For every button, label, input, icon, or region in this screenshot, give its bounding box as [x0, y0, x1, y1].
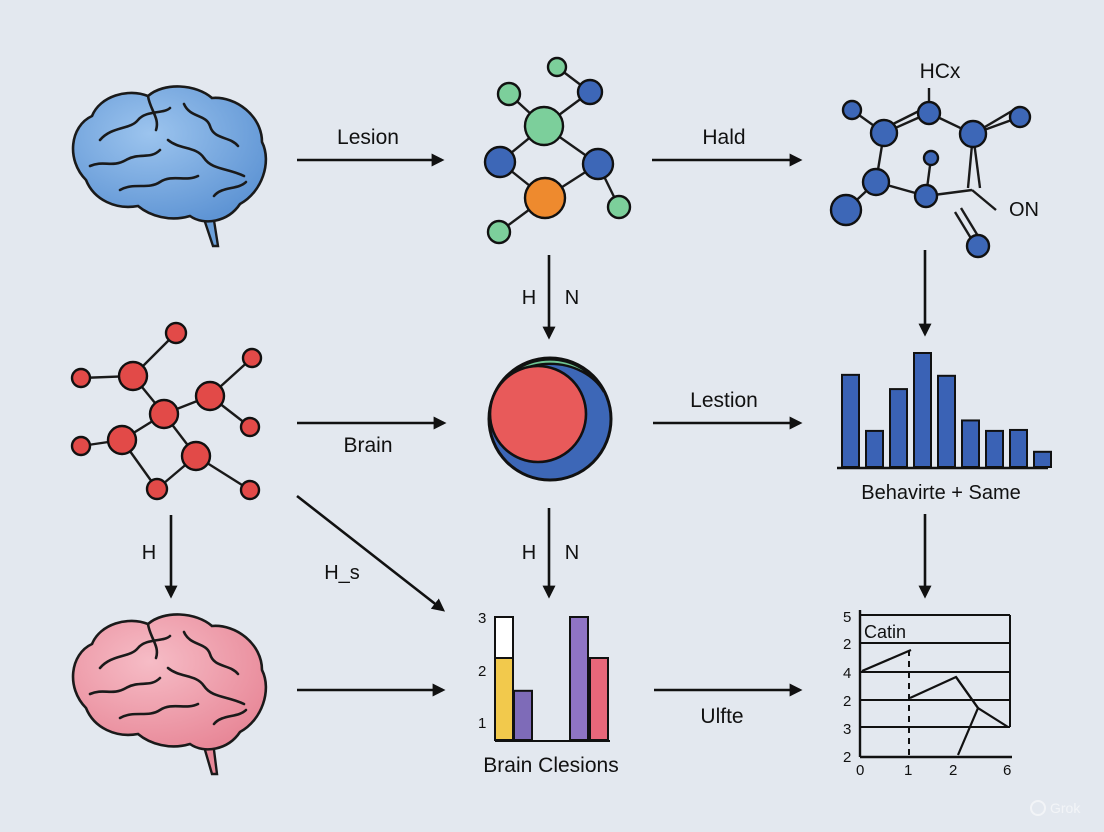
line-x-tick-1: 0 [856, 762, 864, 779]
label-molecule-on: ON [1009, 199, 1039, 221]
label-vertical-2-left: H [522, 542, 536, 564]
arrow-diagonal [296, 494, 446, 612]
lesion-bar-4 [569, 616, 589, 741]
labels: Lesion Hald H N Brain Lestion H N H H_s … [142, 60, 1039, 728]
line-y-tick-2: 2 [843, 636, 851, 653]
behavior-bar-6 [961, 419, 980, 469]
line-series-3 [955, 676, 980, 756]
behavior-bar-9 [1033, 450, 1052, 468]
behavior-bar-5 [937, 374, 956, 468]
behavior-bar-1 [841, 373, 860, 469]
lesion-tick-1: 1 [478, 715, 486, 732]
line-x-tick-3: 2 [949, 762, 957, 779]
lesion-tick-2: 2 [478, 663, 486, 680]
label-arrow-top-2: Hald [702, 126, 745, 149]
line-y-tick-1: 5 [843, 609, 851, 626]
line-y-tick-6: 2 [843, 749, 851, 766]
label-vertical-1-left: H [522, 287, 536, 309]
lesion-tick-3: 3 [478, 610, 486, 627]
line-y-tick-3: 4 [843, 665, 851, 682]
behavior-bar-3 [889, 388, 908, 469]
lesion-bar-chart: 3 2 1 [478, 610, 610, 742]
lesion-chart-caption: Brain Clesions [483, 754, 618, 777]
molecule-red-icon [70, 321, 263, 501]
label-arrow-mid-2: Lestion [690, 389, 758, 412]
label-vertical-left: H [142, 542, 156, 564]
line-y-tick-4: 2 [843, 693, 851, 710]
behavior-bar-chart [837, 352, 1052, 470]
overlap-sphere-icon [487, 356, 613, 482]
label-arrow-bottom-2: Ulfte [700, 705, 743, 728]
behavior-bar-7 [985, 429, 1004, 468]
behavior-bar-4 [913, 352, 932, 468]
watermark-text: Grok [1050, 800, 1081, 816]
line-chart-title: Catin [864, 622, 906, 642]
line-x-tick-2: 1 [904, 762, 912, 779]
line-chart: Catin 5 2 4 2 3 2 0 1 2 6 [843, 609, 1012, 779]
behavior-chart-caption: Behavirte + Same [861, 482, 1021, 504]
lesion-bar-5 [589, 657, 609, 741]
line-x-tick-4: 6 [1003, 762, 1011, 779]
molecule-top-middle-icon [483, 56, 632, 245]
watermark: Grok [1030, 800, 1081, 816]
line-series-2 [909, 675, 1009, 728]
label-diagonal: H_s [324, 562, 360, 584]
grok-logo-icon [1030, 800, 1046, 816]
lesion-bar-1 [494, 657, 514, 741]
label-arrow-top-1: Lesion [337, 126, 399, 149]
line-series-1 [861, 648, 912, 673]
arrows [164, 153, 932, 697]
behavior-bar-8 [1009, 428, 1028, 469]
molecule-top-right-icon [829, 88, 1032, 259]
behavior-bar-2 [865, 429, 884, 468]
lesion-bar-empty-1 [494, 616, 514, 659]
brain-blue-icon [71, 85, 268, 248]
label-arrow-mid-1: Brain [343, 434, 392, 457]
lesion-bar-2 [513, 689, 533, 741]
label-vertical-1-right: N [565, 287, 579, 309]
brain-pink-icon [71, 613, 268, 776]
label-vertical-2-right: N [565, 542, 579, 564]
label-molecule-hcx: HCx [920, 60, 961, 83]
line-y-tick-5: 3 [843, 721, 851, 738]
